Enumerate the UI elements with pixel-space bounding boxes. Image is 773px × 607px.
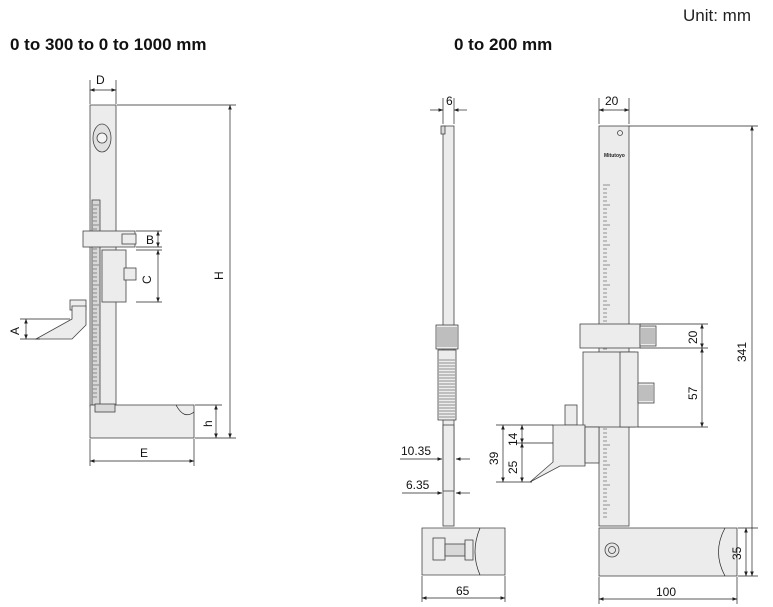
label-B: B (146, 233, 154, 247)
dim-25: 25 (506, 460, 520, 474)
front-view-labels: 20 341 20 57 35 39 14 25 100 (487, 94, 749, 599)
front-view-dimensions (496, 98, 758, 604)
dim-front-width: 20 (605, 94, 619, 108)
dim-base-side: 65 (456, 584, 470, 598)
label-A: A (8, 327, 22, 335)
dim-39: 39 (487, 451, 501, 465)
dim-slider-height: 20 (686, 330, 700, 344)
dim-base-height: 35 (730, 546, 744, 560)
left-dimension-labels: D B C A H h E (8, 73, 226, 460)
right-view-title: 0 to 200 mm (454, 35, 553, 54)
unit-label: Unit: mm (683, 6, 751, 25)
label-h: h (201, 420, 215, 427)
side-view-gauge (421, 125, 506, 576)
label-C: C (140, 275, 154, 284)
front-view-gauge: Mitutoyo (529, 125, 738, 577)
brand-logo: Mitutoyo (604, 153, 625, 159)
label-H: H (212, 271, 226, 280)
left-height-gauge (34, 104, 195, 439)
left-view-title: 0 to 300 to 0 to 1000 mm (10, 35, 207, 54)
dim-slider-gap: 57 (686, 386, 700, 400)
side-view-labels: 6 10.35 6.35 65 (401, 94, 470, 598)
side-view-dimensions (400, 98, 506, 602)
dim-base-front: 100 (656, 585, 676, 599)
dim-height-total: 341 (735, 342, 749, 362)
dim-10-35: 10.35 (401, 444, 431, 458)
label-D: D (96, 73, 105, 87)
label-E: E (140, 446, 148, 460)
dim-side-width: 6 (446, 94, 453, 108)
dim-14: 14 (506, 432, 520, 446)
dim-6-35: 6.35 (406, 478, 430, 492)
left-dimensions (20, 80, 236, 466)
